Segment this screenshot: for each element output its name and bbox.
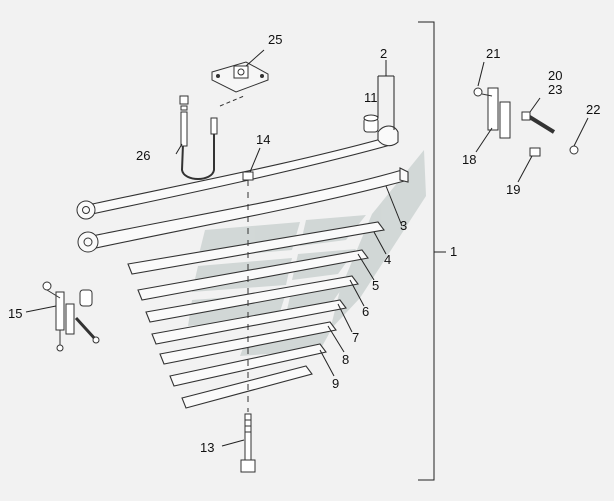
assembly-bracket: [418, 21, 435, 481]
callout-23: 23: [548, 82, 562, 97]
leaf-stack: [127, 221, 385, 409]
center-nut: [242, 171, 254, 181]
callout-1: 1: [450, 244, 457, 259]
callout-8: 8: [342, 352, 349, 367]
grease-fitting: [569, 145, 579, 155]
callout-6: 6: [362, 304, 369, 319]
callout-20: 20: [548, 68, 562, 83]
rear-hanger-assembly: [473, 87, 511, 139]
callout-2: 2: [380, 46, 387, 61]
leader-lines: [25, 49, 589, 447]
callout-19: 19: [506, 182, 520, 197]
callout-21: 21: [486, 46, 500, 61]
callout-14: 14: [256, 132, 270, 147]
callout-3: 3: [400, 218, 407, 233]
callout-13: 13: [200, 440, 214, 455]
callout-7: 7: [352, 330, 359, 345]
center-bolt: [240, 413, 256, 473]
callout-18: 18: [462, 152, 476, 167]
callout-4: 4: [384, 252, 391, 267]
callout-26: 26: [136, 148, 150, 163]
ubolt-plate: [211, 61, 269, 93]
shackle-pin: [521, 111, 556, 134]
callout-25: 25: [268, 32, 282, 47]
grease-nipple: [529, 147, 541, 157]
callout-11: 11: [364, 90, 378, 105]
u-bolt: [179, 95, 245, 180]
callout-9: 9: [332, 376, 339, 391]
main-leaf: [76, 125, 399, 220]
front-eye: [76, 200, 96, 220]
second-leaf: [77, 167, 409, 253]
front-shackle-assembly: [42, 281, 100, 352]
bushing: [363, 114, 379, 133]
callout-22: 22: [586, 102, 600, 117]
callout-5: 5: [372, 278, 379, 293]
callout-15: 15: [8, 306, 22, 321]
callout-labels: 1 2 3 4 5 6 7 8 9 11 13 14 15 18 19 20 2…: [8, 32, 600, 455]
